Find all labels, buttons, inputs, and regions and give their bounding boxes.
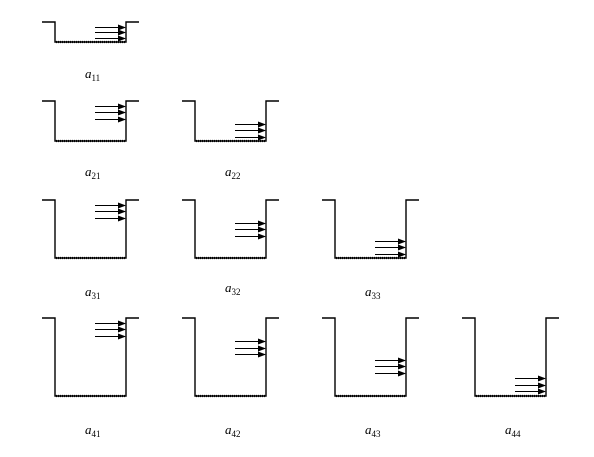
label-subscript: 22	[232, 171, 241, 181]
channel-diagram: a41	[42, 317, 139, 439]
channel-diagram: a22	[182, 100, 279, 181]
diagram-label: a32	[225, 280, 241, 297]
channel-outline	[42, 199, 139, 259]
channel-diagram: a42	[182, 317, 279, 439]
channel-outline	[462, 317, 559, 397]
label-subscript: 31	[92, 291, 101, 301]
label-symbol: a	[225, 422, 232, 437]
label-subscript: 21	[92, 171, 101, 181]
label-subscript: 33	[372, 291, 382, 301]
diagram-label: a43	[365, 422, 381, 439]
channel-diagram: a43	[322, 317, 419, 439]
channel-diagram: a33	[322, 199, 419, 301]
diagram-label: a21	[85, 164, 101, 181]
diagram-label: a42	[225, 422, 241, 439]
label-symbol: a	[225, 164, 232, 179]
label-symbol: a	[85, 284, 92, 299]
label-subscript: 42	[232, 429, 241, 439]
channel-outline	[182, 317, 279, 397]
label-symbol: a	[505, 422, 512, 437]
channel-outline	[182, 100, 279, 142]
label-symbol: a	[365, 284, 372, 299]
channel-outline	[322, 199, 419, 259]
channel-diagram: a32	[182, 199, 279, 297]
label-symbol: a	[225, 280, 232, 295]
label-subscript: 43	[372, 429, 382, 439]
label-subscript: 11	[92, 73, 101, 83]
diagram-label: a31	[85, 284, 101, 301]
channel-diagram: a11	[42, 21, 139, 83]
channel-diagram: a44	[462, 317, 559, 439]
diagram-label: a33	[365, 284, 381, 301]
channel-diagram: a31	[42, 199, 139, 301]
diagram-label: a41	[85, 422, 101, 439]
label-subscript: 44	[512, 429, 522, 439]
label-symbol: a	[365, 422, 372, 437]
label-subscript: 41	[92, 429, 101, 439]
channel-outline	[322, 317, 419, 397]
diagram-label: a44	[505, 422, 521, 439]
channel-diagram: a21	[42, 100, 139, 181]
diagram-label: a11	[85, 66, 100, 83]
label-symbol: a	[85, 422, 92, 437]
diagram-label: a22	[225, 164, 241, 181]
label-symbol: a	[85, 164, 92, 179]
label-subscript: 32	[232, 287, 241, 297]
label-symbol: a	[85, 66, 92, 81]
